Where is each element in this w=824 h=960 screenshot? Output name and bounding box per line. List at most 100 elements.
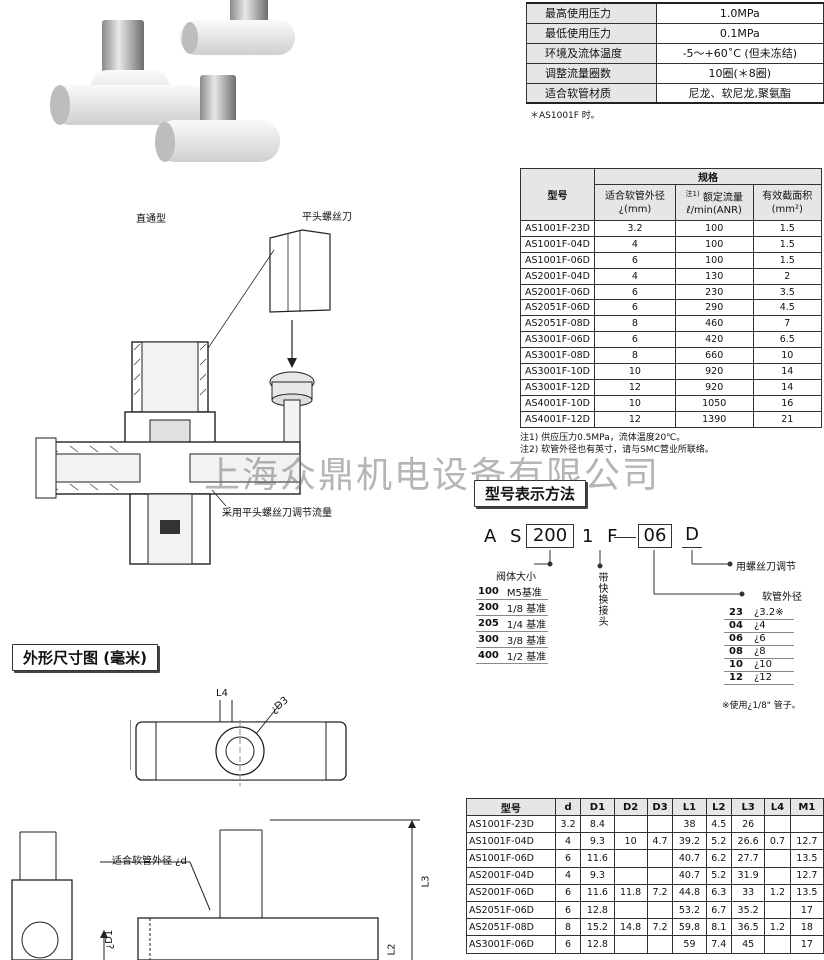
size-desc: 3/8 基准: [500, 631, 549, 648]
adjust-label: 采用平头螺丝刀调节流量: [222, 508, 332, 519]
tube-code: 08: [724, 645, 748, 659]
size-desc: 1/4 基准: [500, 615, 549, 632]
table-cell: 53.2: [672, 900, 707, 920]
table-cell: AS2001F-06D: [466, 883, 556, 902]
list-item: 12¿12: [724, 671, 794, 685]
table-cell: 12.7: [789, 832, 824, 851]
size-desc: 1/8 基准: [500, 599, 549, 616]
table-cell: 1.2: [764, 918, 791, 937]
table-cell: 230: [674, 283, 754, 301]
table-cell: 6.5: [752, 331, 823, 349]
table-cell: 1050: [674, 394, 754, 412]
size-desc: M5基准: [500, 584, 549, 600]
table-row: 环境及流体温度-5～+60˚C (但未冻结): [526, 42, 824, 64]
table-cell: AS2051F-08D: [466, 918, 556, 937]
table-cell: 6: [554, 883, 582, 902]
table-cell: 660: [674, 347, 754, 365]
table-cell: 45: [731, 935, 766, 954]
table-cell: 35.2: [731, 900, 766, 920]
model-note-2: 注2) 软管外径也有英寸，请与SMC营业所联络。: [520, 445, 714, 455]
photo-caption: 直通型: [136, 214, 166, 225]
tube-desc: ¿12: [748, 671, 794, 685]
table-cell: [646, 900, 674, 920]
column-header: D1: [580, 798, 615, 816]
table-cell: AS4001F-10D: [520, 394, 595, 412]
table-cell: 9.3: [580, 866, 615, 885]
table-cell: 44.8: [672, 883, 707, 902]
list-item: 10¿10: [724, 658, 794, 672]
table-cell: 8.4: [580, 814, 615, 834]
table-cell: 8: [554, 918, 582, 937]
table-cell: 26: [731, 814, 766, 834]
table-cell: 4: [594, 267, 676, 285]
table-cell: AS4001F-12D: [520, 410, 595, 428]
table-cell: [764, 900, 791, 920]
list-item: 23¿3.2※: [724, 606, 794, 620]
code-size-box: 200: [526, 524, 574, 548]
code-prefix: A S: [484, 526, 526, 547]
table-cell: 3.2: [594, 220, 676, 237]
table-cell: 12: [594, 378, 676, 396]
table-cell: AS2051F-06D: [466, 900, 556, 920]
table-cell: [764, 814, 791, 834]
table-cell: [764, 849, 791, 868]
table-cell: 18: [789, 918, 824, 937]
dim-label-l2: L2: [386, 943, 398, 956]
dim-label-tube-od: 适合软管外径 ¿d: [112, 856, 187, 867]
table-cell: 15.2: [580, 918, 615, 937]
tube-code: 06: [724, 632, 748, 646]
table-cell: 11.8: [613, 883, 648, 902]
header-tube: 适合软管外径¿(mm): [594, 184, 676, 221]
table-cell: [646, 935, 674, 954]
table-cell: 8: [594, 347, 676, 365]
table-cell: AS3001F-10D: [520, 363, 595, 380]
table-cell: 13.5: [789, 849, 824, 868]
table-cell: 6.2: [705, 849, 733, 868]
table-cell: 9.3: [580, 832, 615, 851]
size-code: 400: [476, 647, 501, 664]
table-cell: 6: [594, 251, 676, 269]
table-cell: 6: [554, 849, 582, 868]
table-cell: 31.9: [731, 866, 766, 885]
spec-note: ＊AS1001F 时。: [530, 111, 600, 121]
table-cell: 10: [594, 394, 676, 412]
table-cell: AS2001F-06D: [520, 283, 595, 301]
column-header: d: [554, 798, 582, 816]
table-cell: 12.8: [580, 900, 615, 920]
table-cell: AS3001F-06D: [466, 935, 556, 954]
table-cell: AS1001F-06D: [466, 849, 556, 868]
table-cell: 460: [674, 315, 754, 333]
table-cell: 10: [752, 347, 823, 365]
model-code-connectors: [534, 550, 745, 597]
table-cell: 0.7: [764, 832, 791, 851]
size-code: 300: [476, 631, 501, 648]
section-title-model-code: 型号表示方法: [474, 480, 587, 507]
table-cell: 1.5: [752, 220, 823, 237]
table-cell: 420: [674, 331, 754, 349]
size-code: 205: [476, 615, 501, 632]
tube-note: ※使用¿1/8" 管子。: [722, 701, 801, 711]
table-cell: AS3001F-08D: [520, 347, 595, 365]
table-cell: 4: [594, 235, 676, 253]
table-cell: 11.6: [580, 883, 615, 902]
dim-label-l3: L3: [420, 875, 432, 888]
table-cell: [613, 900, 648, 920]
table-cell: 2: [752, 267, 823, 285]
table-cell: 39.2: [672, 832, 707, 851]
table-cell: 40.7: [672, 866, 707, 885]
